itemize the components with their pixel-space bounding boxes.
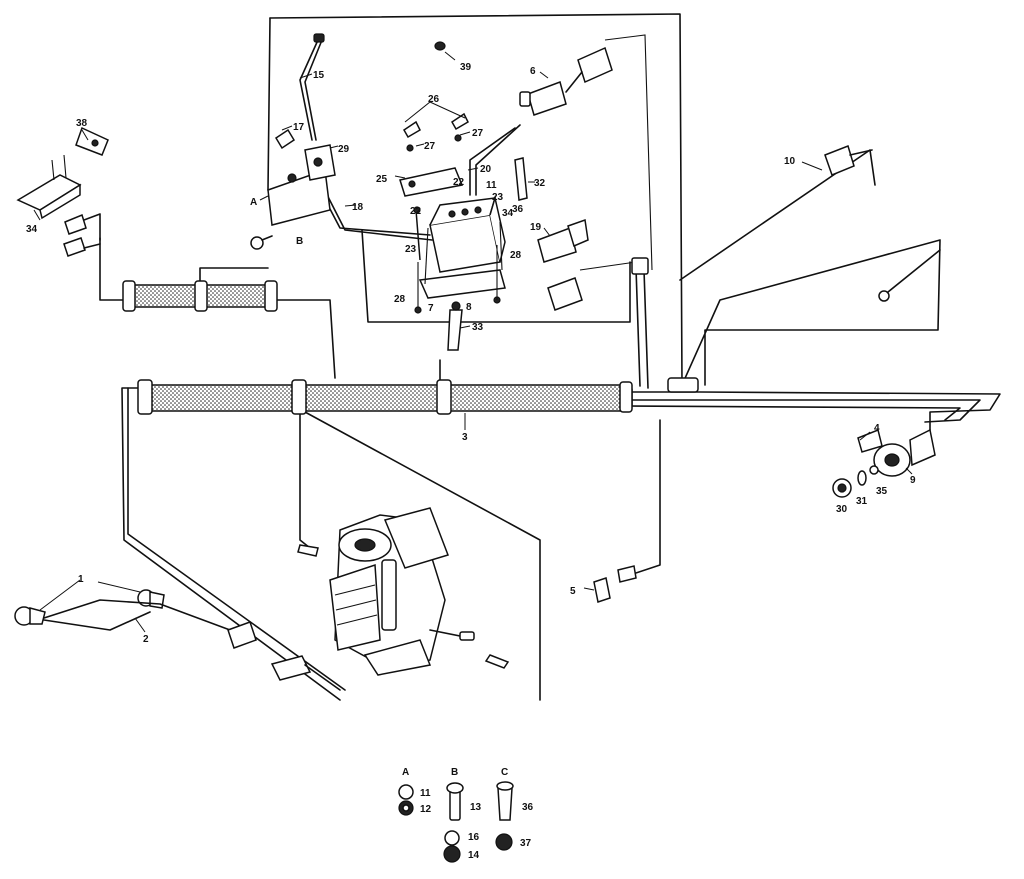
relay-6: [519, 46, 613, 116]
key-label-c: C: [501, 767, 508, 778]
upper-left-conduit: [122, 280, 278, 312]
label-23a: 23: [492, 192, 504, 203]
label-9: 9: [910, 475, 916, 486]
ring-terminal-left: [250, 235, 273, 250]
battery-hold-down: [399, 167, 464, 197]
key-label-12: 12: [420, 804, 432, 815]
key-label-36: 36: [522, 802, 534, 813]
ignition-switch-9: [873, 428, 936, 477]
leader-lines: [33, 51, 913, 633]
label-20: 20: [480, 164, 492, 175]
callout-labels: 1 2 3 4 5 6 7 8 9 10 11 15 17 18 19 20 2…: [26, 62, 916, 645]
hardware-key-labels: A B C 11 12 13 16 14 36 37: [402, 767, 534, 861]
label-a1: A: [250, 197, 257, 208]
key-label-a: A: [402, 767, 409, 778]
label-15: 15: [313, 70, 325, 81]
nut-30: [832, 478, 852, 498]
label-25: 25: [376, 174, 388, 185]
key-label-14: 14: [468, 850, 480, 861]
label-11: 11: [486, 180, 497, 191]
bracket-38: [75, 126, 109, 156]
label-34a: 34: [26, 224, 38, 235]
battery-tray: [418, 221, 506, 299]
label-2: 2: [143, 634, 149, 645]
label-38: 38: [76, 118, 88, 129]
terminal-10: [824, 145, 873, 176]
label-34b: 34: [502, 208, 514, 219]
ring-terminal-right: [878, 249, 941, 302]
label-31: 31: [856, 496, 868, 507]
washer-35: [869, 465, 879, 475]
clip-5: [593, 565, 637, 603]
label-b1: B: [296, 236, 303, 247]
headlight-right: [137, 589, 165, 609]
label-3: 3: [462, 432, 468, 443]
bolt-17: [274, 128, 296, 150]
label-33: 33: [472, 322, 484, 333]
cable-15: [299, 33, 325, 141]
fastener-39: [434, 41, 446, 51]
label-1: 1: [78, 574, 84, 585]
key-label-13: 13: [470, 802, 482, 813]
label-30: 30: [836, 504, 848, 515]
label-23b: 23: [405, 244, 417, 255]
label-27b: 27: [472, 128, 484, 139]
starter-solenoid: [267, 144, 336, 226]
label-5: 5: [570, 586, 576, 597]
washer-31: [857, 470, 867, 486]
engine: [297, 507, 510, 676]
main-conduit: [137, 379, 633, 415]
label-32: 32: [534, 178, 546, 189]
label-4: 4: [874, 423, 880, 434]
label-7: 7: [428, 303, 434, 314]
headlight-harness-2: [43, 599, 341, 691]
key-label-b: B: [451, 767, 458, 778]
key-label-37: 37: [520, 838, 532, 849]
label-28b: 28: [510, 250, 522, 261]
label-19: 19: [530, 222, 542, 233]
bolts-22-23: [413, 206, 501, 314]
label-39: 39: [460, 62, 472, 73]
label-22b: 22: [410, 206, 422, 217]
label-22a: 22: [453, 177, 465, 188]
wire-routes: [99, 13, 1001, 701]
vent-tube-33: [447, 301, 463, 351]
label-29: 29: [338, 144, 350, 155]
relay-19: [537, 218, 589, 311]
label-10: 10: [784, 156, 796, 167]
label-35: 35: [876, 486, 888, 497]
label-28a: 28: [394, 294, 406, 305]
key-4: [857, 428, 883, 453]
connectors-left: [63, 213, 101, 257]
switch-34: [16, 154, 82, 220]
hardware-key: [398, 781, 514, 863]
label-6: 6: [530, 66, 536, 77]
label-27a: 27: [424, 141, 436, 152]
clip-26: [403, 112, 469, 152]
headlight-left: [14, 606, 46, 626]
battery: [429, 195, 506, 273]
key-label-16: 16: [468, 832, 480, 843]
label-8: 8: [466, 302, 472, 313]
key-label-11: 11: [420, 788, 431, 799]
label-18: 18: [352, 202, 364, 213]
label-17: 17: [293, 122, 305, 133]
right-harness-clip: [631, 257, 699, 393]
bracket-32: [514, 157, 528, 201]
label-26: 26: [428, 94, 440, 105]
label-36: 36: [512, 204, 524, 215]
